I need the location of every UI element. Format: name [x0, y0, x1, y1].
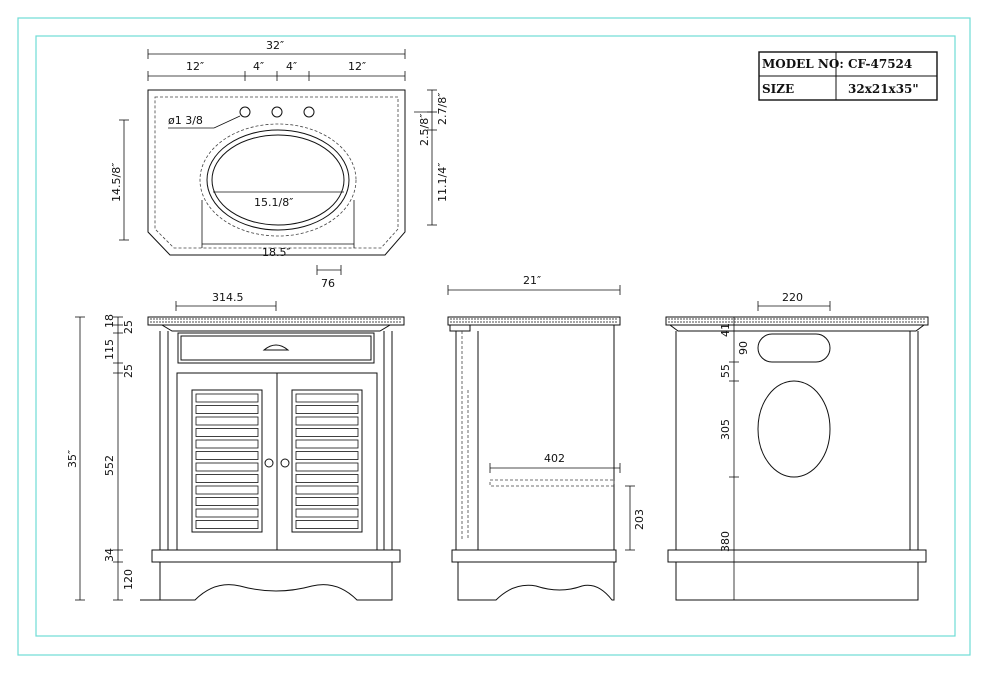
top-view: 32″ 12″ 4″ 4″ 12″ ø1 3/8 14.5/8″ 2.7/8″ …	[110, 39, 449, 290]
outer-frame	[17, 17, 971, 656]
louver-slat	[295, 485, 359, 495]
dim-h-115: 115	[103, 339, 116, 360]
louver-slat	[295, 520, 359, 529]
louver-slat	[295, 497, 359, 506]
dim-seg-left: 12″	[186, 60, 204, 73]
dim-h-552: 552	[103, 455, 116, 476]
dim-h-305: 305	[719, 419, 732, 440]
louver-slat	[195, 428, 259, 437]
louver-slat	[195, 439, 259, 449]
louver-slat	[295, 405, 359, 414]
inner-frame	[35, 35, 956, 637]
dim-h-120: 120	[122, 569, 135, 590]
louver-slat	[195, 508, 259, 518]
dim-h-25b: 25	[122, 364, 135, 378]
dim-hole-diameter: ø1 3/8	[168, 114, 203, 127]
dim-seg-right: 12″	[348, 60, 366, 73]
dim-cutout-width: 220	[782, 291, 803, 304]
louver-slat	[195, 485, 259, 495]
dim-h-25a: 25	[122, 320, 135, 334]
dim-h-90: 90	[737, 341, 750, 355]
louver-slat	[295, 439, 359, 449]
size-value: 32x21x35"	[848, 82, 919, 96]
dim-seg-mid-right: 4″	[286, 60, 297, 73]
louver-slat	[295, 393, 359, 403]
louver-slat	[295, 416, 359, 426]
back-view: 220 41 90 55 305 380	[665, 291, 929, 601]
left-door-louvers	[195, 393, 259, 529]
dim-total-height: 35″	[66, 450, 79, 468]
side-view: 21″ 402 203	[447, 274, 646, 601]
louver-slat	[195, 520, 259, 529]
louver-slat	[295, 451, 359, 460]
louver-slat	[295, 462, 359, 472]
dim-overall-width: 32″	[266, 39, 284, 52]
dim-drawer-width: 314.5	[212, 291, 244, 304]
size-label: SIZE	[762, 82, 794, 96]
dim-right-c: 11.1/4″	[436, 163, 449, 202]
louver-slat	[195, 393, 259, 403]
dim-side-depth: 21″	[523, 274, 541, 287]
dim-bowl-inner: 15.1/8″	[254, 196, 293, 209]
louver-slat	[295, 474, 359, 483]
dim-shelf-height: 203	[633, 509, 646, 530]
dim-bowl-outer: 18.5″	[262, 246, 291, 259]
louver-slat	[195, 451, 259, 460]
front-view: 314.5 35″ 18 25 115 25 552 34 120	[66, 291, 405, 601]
louver-slat	[295, 508, 359, 518]
dim-shelf-depth: 402	[544, 452, 565, 465]
dim-bottom-offset: 76	[321, 277, 335, 290]
dim-right-b: 2.5/8″	[418, 114, 431, 146]
model-table: MODEL NO: CF-47524 SIZE 32x21x35"	[758, 51, 938, 101]
louver-slat	[195, 416, 259, 426]
louver-slat	[195, 405, 259, 414]
dim-seg-mid-left: 4″	[253, 60, 264, 73]
dim-h-41: 41	[719, 323, 732, 337]
louver-slat	[295, 428, 359, 437]
louver-slat	[195, 474, 259, 483]
dim-h-380: 380	[719, 531, 732, 552]
dim-h-55: 55	[719, 364, 732, 378]
model-value: CF-47524	[848, 57, 912, 71]
dim-h-18: 18	[103, 314, 116, 328]
right-door-louvers	[295, 393, 359, 529]
dim-right-a: 2.7/8″	[436, 93, 449, 125]
louver-slat	[195, 462, 259, 472]
dim-h-34: 34	[103, 548, 116, 562]
model-label: MODEL NO:	[762, 57, 844, 71]
louver-slat	[195, 497, 259, 506]
dim-top-depth: 14.5/8″	[110, 163, 123, 202]
